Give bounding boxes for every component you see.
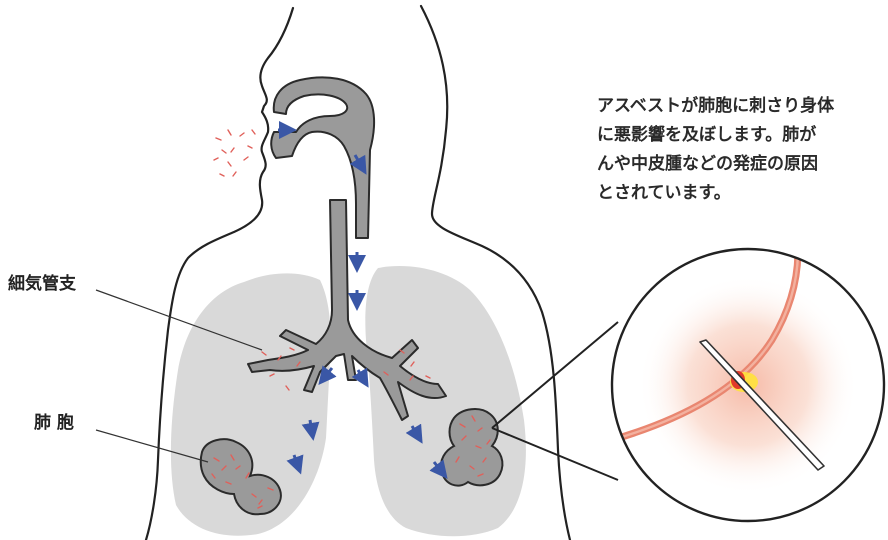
zoom-detail xyxy=(612,249,884,521)
flow-arrow-icon xyxy=(358,370,364,380)
alveolus-label: 肺 胞 xyxy=(34,408,74,433)
caption-line: に悪影響を及ぼします。肺が xyxy=(597,121,887,150)
right-lung xyxy=(365,266,526,536)
flow-arrow-icon xyxy=(310,420,312,432)
caption-line: んや中皮腫などの発症の原因 xyxy=(597,150,887,179)
caption-line: アスベストが肺胞に刺さり身体 xyxy=(597,92,887,121)
asbestos-dust-icon xyxy=(214,130,255,176)
nasal-pharynx xyxy=(271,77,374,238)
explanation-caption: アスベストが肺胞に刺さり身体 に悪影響を及ぼします。肺が んや中皮腫などの発症の… xyxy=(597,92,887,208)
caption-line: とされています。 xyxy=(597,179,887,208)
bronchiole-label: 細気管支 xyxy=(8,269,76,294)
